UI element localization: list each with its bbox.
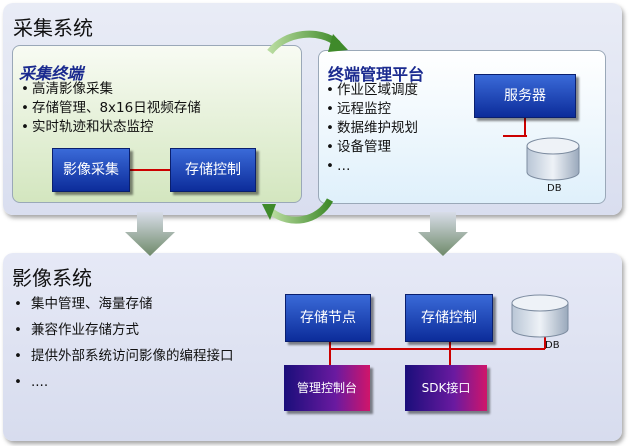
down-arrow-left-icon (125, 212, 175, 256)
sdk-interface-button[interactable]: SDK接口 (405, 365, 487, 411)
management-console-button[interactable]: 管理控制台 (284, 365, 370, 411)
down-arrow-right-icon (418, 212, 468, 256)
storage-control-button[interactable]: 存储控制 (170, 148, 256, 192)
storage-node-button[interactable]: 存储节点 (285, 294, 371, 342)
capture-button[interactable]: 影像采集 (52, 148, 130, 192)
image-bullet-list: 集中管理、海量存储 兼容作业存储方式 提供外部系统访问影像的编程接口 .... (14, 294, 264, 398)
platform-bullet-list: 作业区域调度 远程监控 数据维护规划 设备管理 … (326, 81, 418, 176)
db-icon-bottom (511, 294, 569, 338)
list-item: 兼容作业存储方式 (14, 320, 264, 340)
list-item: 高清影像采集 (21, 80, 201, 99)
db-icon-top (526, 137, 580, 181)
list-item: 集中管理、海量存储 (14, 294, 264, 314)
list-item: 数据维护规划 (326, 119, 418, 138)
collection-system-title: 采集系统 (13, 16, 93, 40)
list-item: … (326, 157, 418, 176)
db-label: DB (545, 340, 560, 351)
list-item: 提供外部系统访问影像的编程接口 (14, 346, 264, 366)
server-button[interactable]: 服务器 (474, 74, 576, 118)
image-system-title: 影像系统 (12, 266, 92, 290)
sync-arrow-top-icon (267, 30, 341, 55)
db-label: DB (547, 183, 562, 194)
terminal-bullet-list: 高清影像采集 存储管理、8x16日视频存储 实时轨迹和状态监控 (21, 80, 201, 137)
list-item: 远程监控 (326, 100, 418, 119)
list-item: 存储管理、8x16日视频存储 (21, 99, 201, 118)
storage-control-button[interactable]: 存储控制 (405, 294, 493, 342)
platform-title: 终端管理平台 (328, 65, 425, 84)
list-item: 作业区域调度 (326, 81, 418, 100)
list-item: 设备管理 (326, 138, 418, 157)
list-item: 实时轨迹和状态监控 (21, 118, 201, 137)
list-item: .... (14, 372, 264, 392)
sync-arrow-bottom-icon (269, 198, 334, 224)
terminal-title: 采集终端 (19, 64, 84, 83)
